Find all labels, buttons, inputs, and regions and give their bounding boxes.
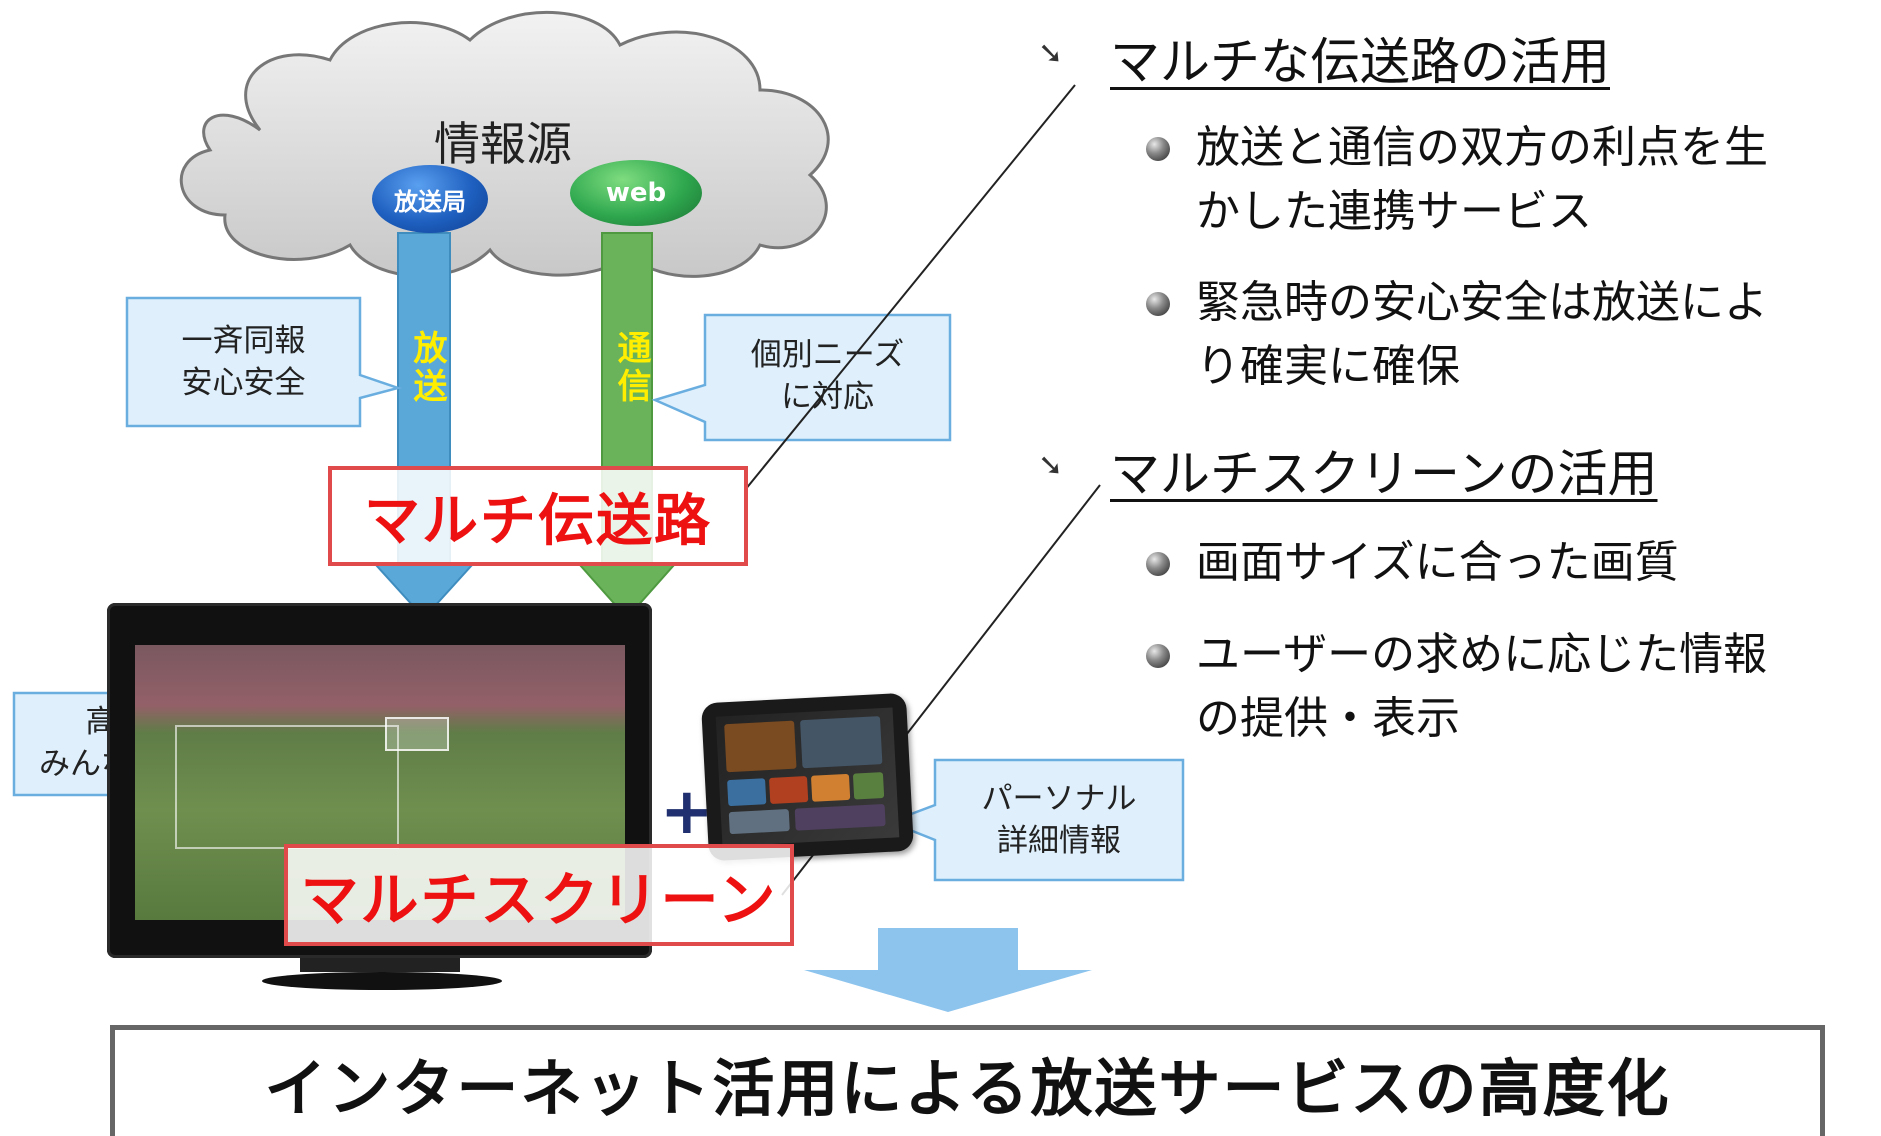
big-down-arrow xyxy=(804,928,1092,1012)
cloud-label: 情報源 xyxy=(434,117,572,171)
callout-left-top: 一斉同報 安心安全 xyxy=(127,320,360,404)
callout-right-bottom-line2: 詳細情報 xyxy=(997,823,1121,859)
callout-right-top-shape xyxy=(651,313,952,442)
callout-right-top-line1: 個別ニーズ xyxy=(750,337,905,373)
sphere-bullet-icon xyxy=(1146,292,1170,316)
sphere-bullet-icon xyxy=(1146,644,1170,668)
conclusion-banner: インターネット活用による放送サービスの高度化 xyxy=(110,1025,1825,1136)
section1-bullet1: 放送と通信の双方の利点を生 かした連携サービス xyxy=(1196,116,1768,244)
callout-left-top-shape xyxy=(125,296,403,428)
section2-bullet2: ユーザーの求めに応じた情報 の提供・表示 xyxy=(1196,623,1767,751)
callout-right-top: 個別ニーズ に対応 xyxy=(705,334,950,418)
down-right-arrow-icon: ➘ xyxy=(1038,36,1064,71)
multi-path-label: マルチ伝送路 xyxy=(328,466,748,566)
section2-bullet2-line2: の提供・表示 xyxy=(1196,693,1460,744)
tablet-image xyxy=(701,692,914,862)
section1-bullet1-line2: かした連携サービス xyxy=(1196,186,1592,237)
callout-right-bottom: パーソナル 詳細情報 xyxy=(935,778,1183,862)
sphere-bullet-icon xyxy=(1146,137,1170,161)
callout-right-bottom-shape xyxy=(886,758,1185,882)
section1-bullet2-line1: 緊急時の安心安全は放送によ xyxy=(1196,277,1768,328)
section1-bullet2: 緊急時の安心安全は放送によ り確実に確保 xyxy=(1196,271,1768,399)
web-oval: web xyxy=(570,160,702,226)
pitch-lines xyxy=(175,725,399,849)
broadcast-arrow-label: 放送 xyxy=(407,330,447,406)
section2-bullet2-line1: ユーザーの求めに応じた情報 xyxy=(1196,629,1768,680)
down-right-arrow-icon: ➘ xyxy=(1038,448,1064,483)
callout-right-top-line2: に対応 xyxy=(781,379,874,415)
callout-left-top-line2: 安心安全 xyxy=(181,365,306,401)
multi-screen-label: マルチスクリーン xyxy=(284,844,794,946)
callout-left-top-line1: 一斉同報 xyxy=(181,323,306,359)
section2-bullet1: 画面サイズに合った画質 xyxy=(1196,531,1679,595)
tv-base xyxy=(262,972,502,990)
communication-arrow-label: 通信 xyxy=(611,330,651,406)
broadcaster-oval: 放送局 xyxy=(372,165,488,233)
section2-heading: マルチスクリーンの活用 xyxy=(1110,445,1658,503)
section1-heading: マルチな伝送路の活用 xyxy=(1110,33,1610,91)
goal xyxy=(385,717,449,751)
tablet-screen xyxy=(715,707,900,847)
section1-bullet1-line1: 放送と通信の双方の利点を生 xyxy=(1196,122,1768,173)
sphere-bullet-icon xyxy=(1146,552,1170,576)
connector-line-top xyxy=(744,84,1076,491)
tv-stand xyxy=(300,958,460,972)
section1-bullet2-line2: り確実に確保 xyxy=(1196,341,1460,392)
callout-right-bottom-line1: パーソナル xyxy=(981,781,1137,817)
section2-bullet1-line1: 画面サイズに合った画質 xyxy=(1196,537,1679,588)
